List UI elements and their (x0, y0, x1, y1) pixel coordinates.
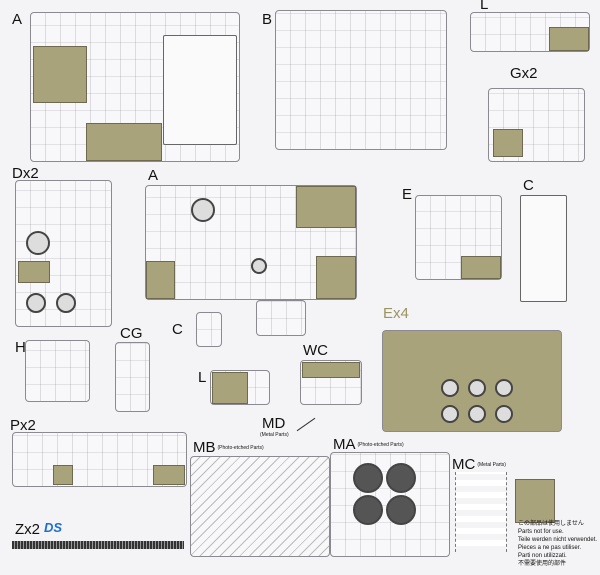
track-links (12, 541, 184, 549)
sprue-p (12, 432, 187, 487)
unused-part (296, 186, 356, 228)
sprue-label-wc: WC (303, 342, 328, 359)
sprue-g (488, 88, 585, 162)
wheel-part (56, 293, 76, 313)
sprue-small (256, 300, 306, 336)
wheel-part (441, 379, 459, 397)
grille-part (386, 495, 416, 525)
sprue-label-d: Dx2 (12, 165, 39, 182)
grille-part (386, 463, 416, 493)
sprue-a-second (145, 185, 357, 300)
sprue-label-ex4: Ex4 (383, 305, 409, 322)
ds-logo: DS (44, 520, 63, 535)
unused-part (18, 261, 50, 283)
wheel-part (495, 379, 513, 397)
wheel-part (468, 379, 486, 397)
sprue-h (25, 340, 90, 402)
sprue-ex4 (382, 330, 562, 432)
wheel-part (441, 405, 459, 423)
sprue-label-z: Zx2 (15, 521, 41, 538)
sprue-l (470, 12, 590, 52)
grille-part (353, 463, 383, 493)
sprue-label-c2: C (172, 321, 183, 338)
unused-legend: この部品は使用しません Parts not for use. Teile wer… (518, 520, 597, 568)
unused-part (33, 46, 87, 103)
hull-part (163, 35, 237, 145)
legend-line: この部品は使用しません (518, 521, 584, 527)
sprue-label-cg: CG (120, 325, 143, 342)
sprue-d (15, 180, 112, 327)
unused-part (493, 129, 523, 157)
sprue-label-l2: L (198, 369, 207, 386)
sprue-c-small (196, 312, 222, 347)
md-label: MD (262, 416, 285, 431)
sprue-label-p: Px2 (10, 417, 36, 434)
unused-part (212, 372, 248, 404)
wheel-part (26, 231, 50, 255)
unused-part (86, 123, 162, 161)
sprue-label-a: A (12, 11, 23, 28)
sprue-label-g: Gx2 (510, 65, 538, 82)
unused-part (146, 261, 175, 299)
wheel-part (26, 293, 46, 313)
unused-part (302, 362, 360, 378)
mb-title: MB (193, 439, 216, 456)
ma-title: MA (333, 436, 356, 453)
sprue-label-e: E (402, 186, 413, 203)
sprue-a (30, 12, 240, 162)
legend-line: Pieces a ne pas utiliser. (518, 545, 582, 551)
wheel-part (191, 198, 215, 222)
mb-sub: (Photo-etched Parts) (217, 444, 264, 451)
ring-part (251, 258, 267, 274)
sprue-e (415, 195, 502, 280)
sprue-cg (115, 342, 150, 412)
legend-line: Teile werden nicht verwendet. (518, 537, 598, 543)
mc-sub: (Metal Parts) (477, 461, 506, 468)
metal-parts-mc (455, 472, 507, 552)
hull-floor-part (520, 195, 567, 302)
metal-rod (296, 417, 316, 432)
wheel-part (495, 405, 513, 423)
md-sub: (Metal Parts) (260, 432, 289, 438)
mc-title: MC (452, 456, 476, 473)
unused-part (153, 465, 185, 485)
sprue-label-a2: A (148, 167, 159, 184)
legend-line: Parts not for use. (518, 529, 564, 535)
unused-part (549, 27, 589, 51)
sprue-label-b: B (262, 11, 273, 28)
legend-line: 不需要使用的部件 (518, 561, 567, 567)
unused-legend-swatch (515, 479, 555, 523)
wheel-part (468, 405, 486, 423)
ma-sub: (Photo-etched Parts) (357, 441, 404, 448)
legend-line: Parti non utilizzati. (518, 553, 567, 559)
sprue-label-l: L (480, 0, 489, 13)
photo-etch-ma (330, 452, 450, 557)
sprue-b (275, 10, 447, 150)
unused-part (316, 256, 356, 299)
grille-part (353, 495, 383, 525)
unused-part (53, 465, 73, 485)
sprue-wc (300, 360, 362, 405)
sprue-l-second (210, 370, 270, 405)
sprue-label-h: H (15, 339, 26, 356)
md-title: MD (262, 415, 286, 432)
unused-part (461, 256, 501, 279)
sprue-label-c: C (523, 177, 534, 194)
photo-etch-mb (190, 456, 330, 557)
